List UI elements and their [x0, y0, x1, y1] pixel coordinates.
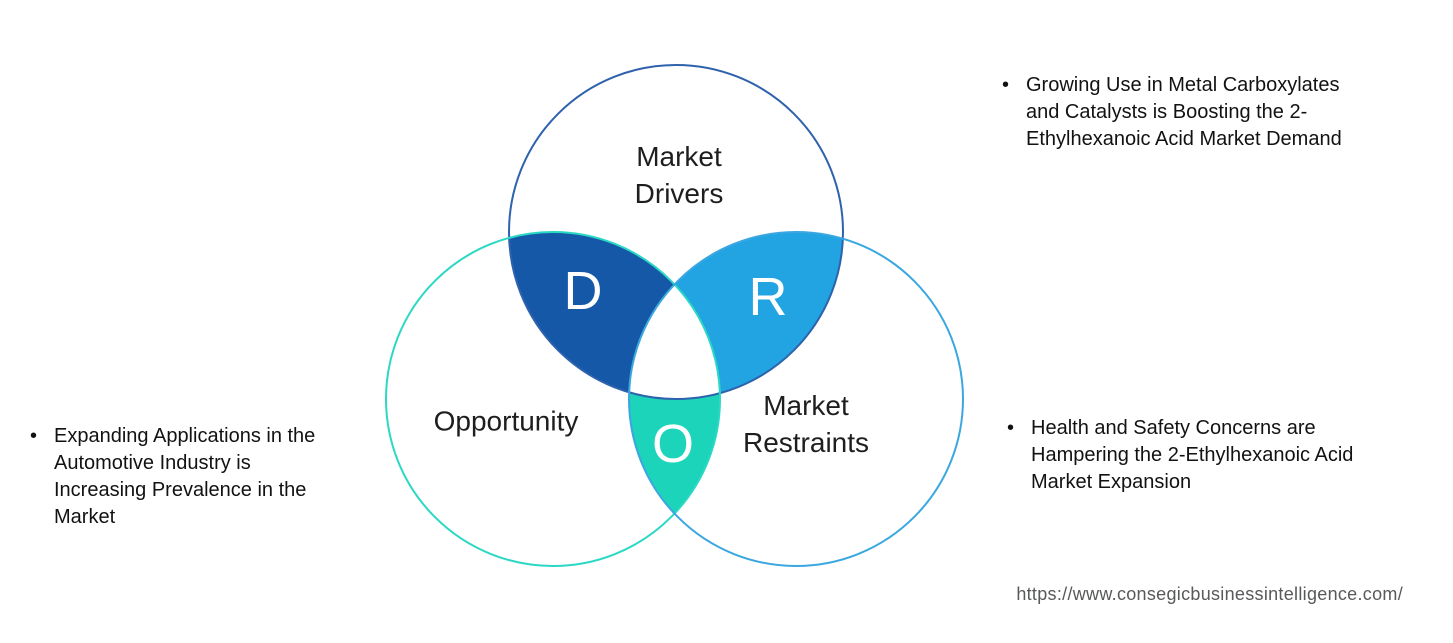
letter-o: O: [652, 414, 694, 474]
annotation-left-text: Expanding Applications in the Automotive…: [54, 425, 316, 528]
annotation-right-top-text: Growing Use in Metal Carboxylates and Ca…: [1026, 74, 1342, 150]
bullet-icon: •: [1002, 74, 1010, 96]
drivers-label: Market Drivers: [634, 141, 724, 209]
annotation-right-bottom: • Health and Safety Concerns are Hamperi…: [1007, 415, 1427, 496]
annotation-left: • Expanding Applications in the Automoti…: [30, 423, 375, 531]
source-url: https://www.consegicbusinessintelligence…: [1016, 584, 1403, 604]
d-lens: [509, 232, 720, 399]
restraints-circle: [628, 231, 964, 567]
drivers-circle: [508, 64, 844, 400]
bullet-icon: •: [30, 425, 38, 447]
restraints-label: Market Restraints: [742, 390, 870, 458]
annotation-right-bottom-text: Health and Safety Concerns are Hampering…: [1031, 417, 1354, 493]
opportunity-label: Opportunity: [433, 405, 579, 437]
annotation-right-top: • Growing Use in Metal Carboxylates and …: [1002, 72, 1432, 153]
letter-d: D: [564, 261, 603, 321]
bullet-icon: •: [1007, 417, 1015, 439]
letter-r: R: [749, 267, 788, 327]
r-lens: [629, 232, 843, 399]
opportunity-circle: [385, 231, 721, 567]
